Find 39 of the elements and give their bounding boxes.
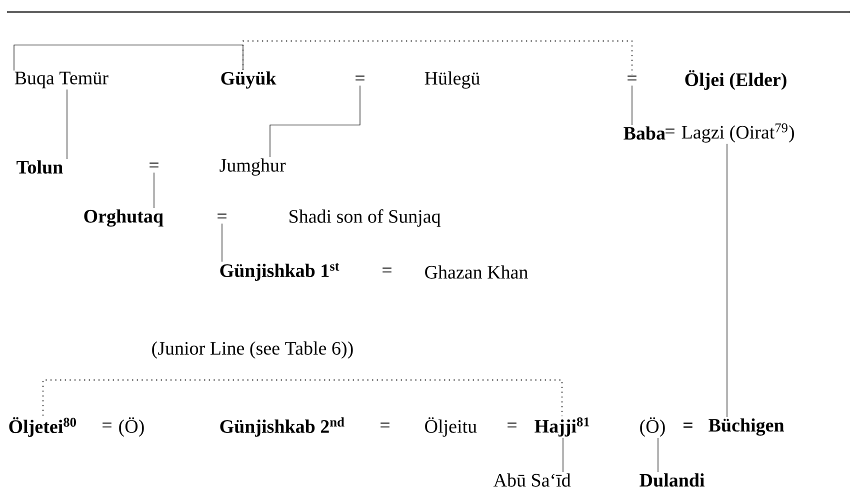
marriage-sign: = (356, 76, 364, 80)
person-name: Baba (624, 126, 666, 140)
person-name: Büchigen (708, 418, 784, 436)
marriage-sign: = (684, 422, 692, 428)
person-name: Öljei (Elder) (685, 70, 786, 90)
person-name: Shadi son of Sunjaq (290, 209, 440, 227)
person-name: Orghutaq (84, 209, 164, 227)
descent-line (42, 380, 562, 417)
marriage-sign: = (628, 76, 636, 80)
person-name: Hajji$^{81}$ (534, 417, 590, 437)
person-name: Buqa Temür (14, 72, 108, 88)
marriage-sign: = (102, 422, 112, 428)
person-name: Lagzi (Oirat$^{79}$) (682, 123, 794, 143)
person-name: Günjishkab 2$^{nd}$ (220, 417, 344, 437)
marriage-sign: = (218, 214, 226, 218)
descent-line (270, 85, 360, 158)
marriage-sign: = (380, 422, 390, 428)
descent-line (66, 89, 68, 160)
marriage-sign: = (666, 128, 674, 134)
person-name: Tolun (16, 160, 63, 174)
person-name: (Ö) (640, 417, 665, 437)
person-name: Abū Sa‘īd (494, 473, 571, 487)
person-name: Öljetei$^{80}$ (9, 417, 76, 437)
person-name: Günjishkab 1$^{st}$ (220, 263, 340, 281)
marriage-sign: = (382, 268, 392, 272)
person-name: Ghazan Khan (425, 265, 528, 279)
descent-line (726, 144, 728, 418)
person-name: Hülegü (424, 71, 480, 89)
person-name: Güyük (221, 71, 276, 89)
marriage-sign: = (150, 162, 158, 168)
person-name: (Ö) (119, 417, 144, 437)
note-text: (Junior Line (see Table 6)) (152, 341, 353, 359)
descent-line (562, 438, 564, 472)
marriage-sign: = (508, 422, 516, 428)
person-name: Jumghur (220, 158, 286, 176)
person-name: Dulandi (640, 473, 704, 487)
person-name: Öljeitu (425, 417, 477, 437)
descent-line (14, 44, 244, 71)
descent-line (242, 40, 632, 75)
